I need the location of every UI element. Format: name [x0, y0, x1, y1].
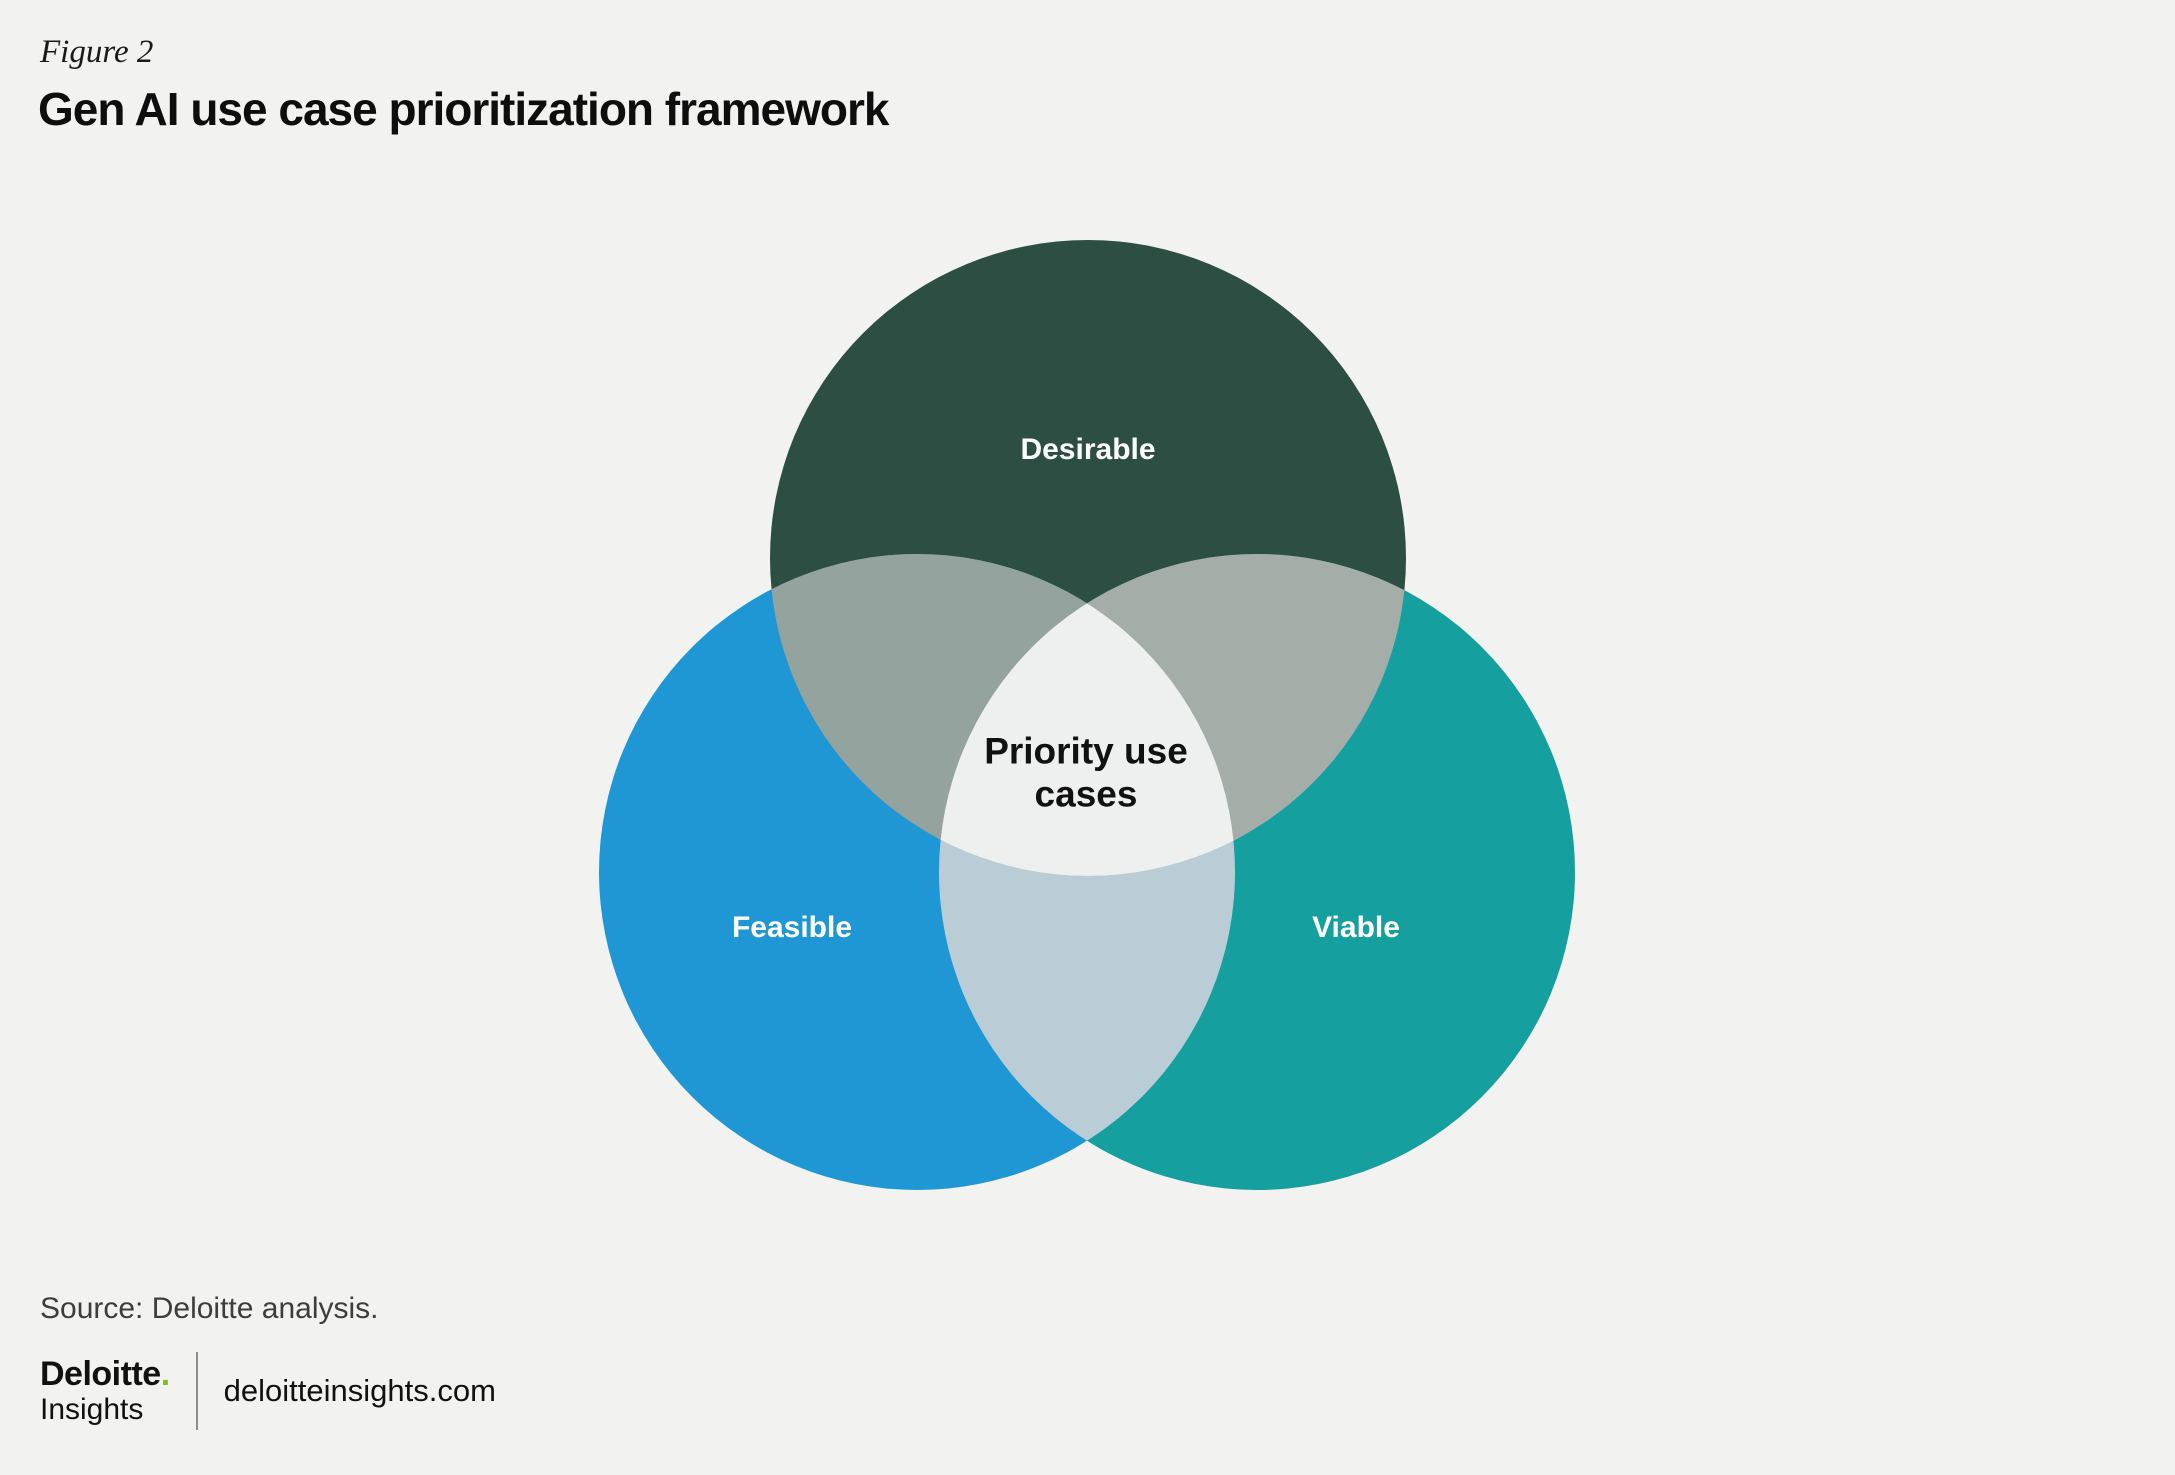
venn-center-label: Priority use cases	[984, 730, 1188, 814]
footer-website-link[interactable]: deloitteinsights.com	[223, 1373, 496, 1408]
figure-title: Gen AI use case prioritization framework	[38, 83, 889, 135]
venn-overlap-center	[939, 554, 1235, 876]
footer: Deloitte. Insights deloitteinsights.com	[40, 1352, 496, 1430]
venn-label-feasible: Feasible	[731, 911, 853, 944]
logo-green-dot: .	[160, 1354, 170, 1393]
logo-name-text: Deloitte	[40, 1354, 161, 1393]
logo-subtitle: Insights	[40, 1393, 144, 1427]
footer-divider	[195, 1352, 198, 1430]
deloitte-insights-logo: Deloitte. Insights	[40, 1354, 170, 1427]
logo-wordmark: Deloitte.	[40, 1354, 170, 1393]
venn-label-viable: Viable	[1312, 911, 1400, 944]
figure-label: Figure 2	[40, 34, 154, 70]
venn-label-desirable: Desirable	[1020, 433, 1156, 466]
source-note: Source: Deloitte analysis.	[40, 1292, 379, 1325]
